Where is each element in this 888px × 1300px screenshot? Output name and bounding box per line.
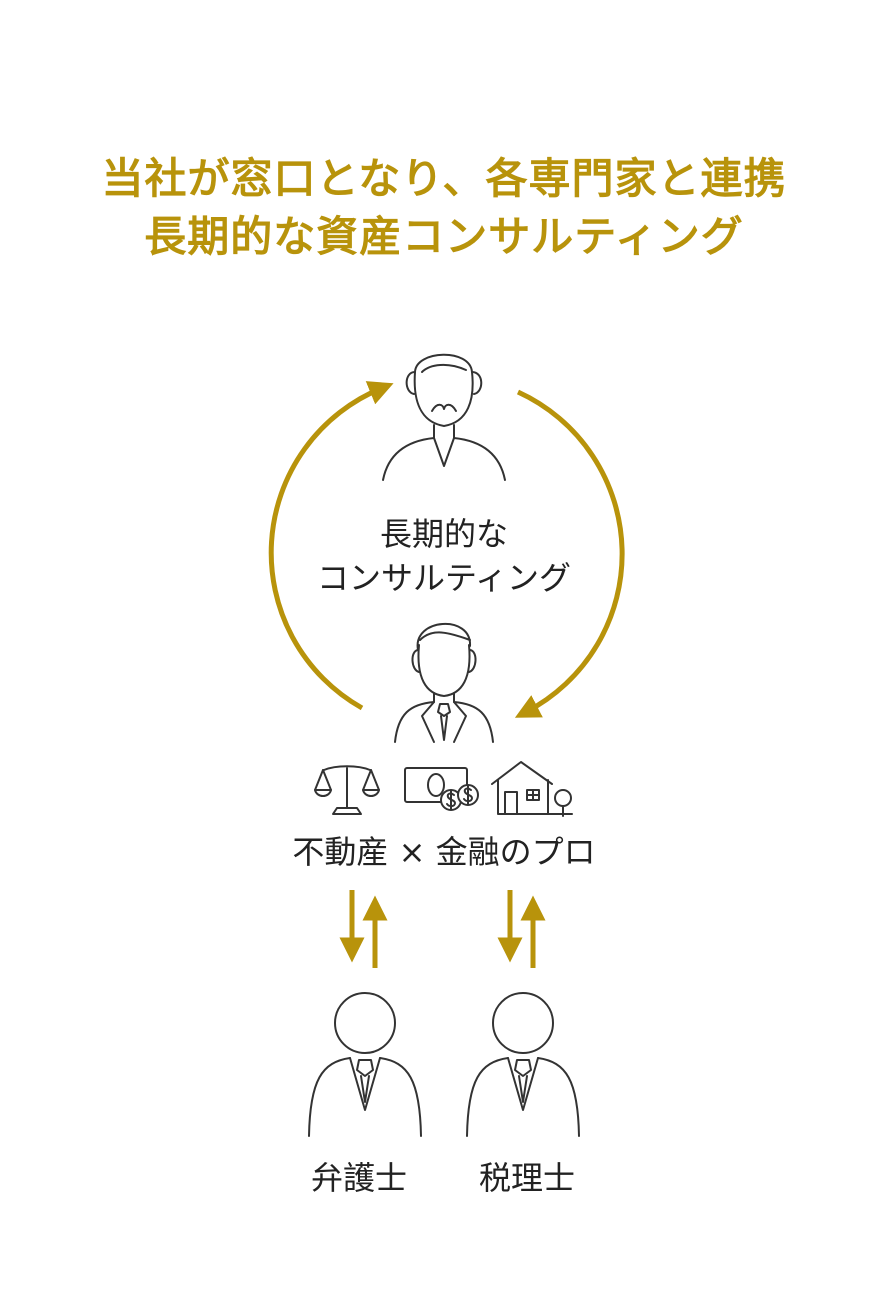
exchange-arrows-right — [497, 890, 546, 968]
page-title: 当社が窓口となり、各専門家と連携 長期的な資産コンサルティング — [0, 150, 888, 266]
money-icon — [404, 767, 479, 811]
lawyer-label: 弁護士 — [310, 1159, 407, 1197]
cycle-arrow-right — [514, 389, 625, 718]
title-line-1: 当社が窓口となり、各専門家と連携 — [101, 154, 787, 203]
tax-accountant-icon — [466, 992, 580, 1137]
consultant-icon — [394, 623, 494, 743]
house-icon — [491, 761, 573, 817]
cycle-label-line-1: 長期的な — [379, 515, 508, 553]
lawyer-icon — [308, 992, 422, 1137]
cycle-label-line-2: コンサルティング — [316, 559, 572, 597]
tax-accountant-label: 税理士 — [478, 1159, 575, 1197]
scale-icon — [314, 765, 380, 815]
cycle-arrow-left — [268, 381, 394, 711]
client-icon — [382, 353, 506, 481]
exchange-arrows-left — [339, 890, 388, 968]
pro-label: 不動産 × 金融のプロ — [292, 833, 596, 871]
cycle-label: 長期的な コンサルティング — [244, 512, 644, 600]
title-line-2: 長期的な資産コンサルティング — [144, 212, 744, 261]
